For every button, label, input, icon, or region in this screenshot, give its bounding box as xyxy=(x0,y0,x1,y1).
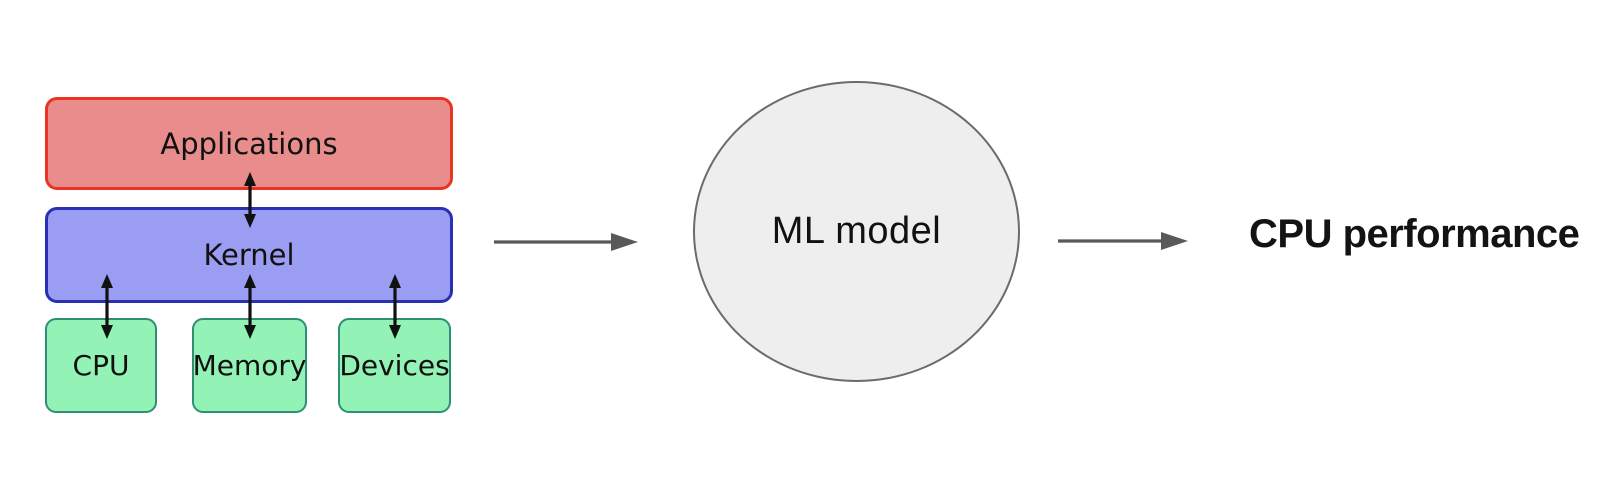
kernel-label: Kernel xyxy=(203,238,295,272)
devices-label: Devices xyxy=(339,349,450,382)
memory-label: Memory xyxy=(192,349,307,382)
double-arrow-kernel-devices-icon xyxy=(389,274,401,339)
ml-model-node: ML model xyxy=(693,81,1020,382)
cpu-performance-label: CPU performance xyxy=(1249,212,1580,256)
applications-label: Applications xyxy=(160,126,338,161)
double-arrow-kernel-cpu-icon xyxy=(101,274,113,339)
cpu-box: CPU xyxy=(45,318,157,413)
cpu-label: CPU xyxy=(72,349,130,382)
right-arrow-stack-to-model-icon xyxy=(494,233,638,251)
double-arrow-applications-kernel-icon xyxy=(244,172,256,228)
right-arrow-model-to-output-icon xyxy=(1058,232,1188,250)
ml-model-label: ML model xyxy=(771,210,942,252)
double-arrow-kernel-memory-icon xyxy=(244,274,256,339)
